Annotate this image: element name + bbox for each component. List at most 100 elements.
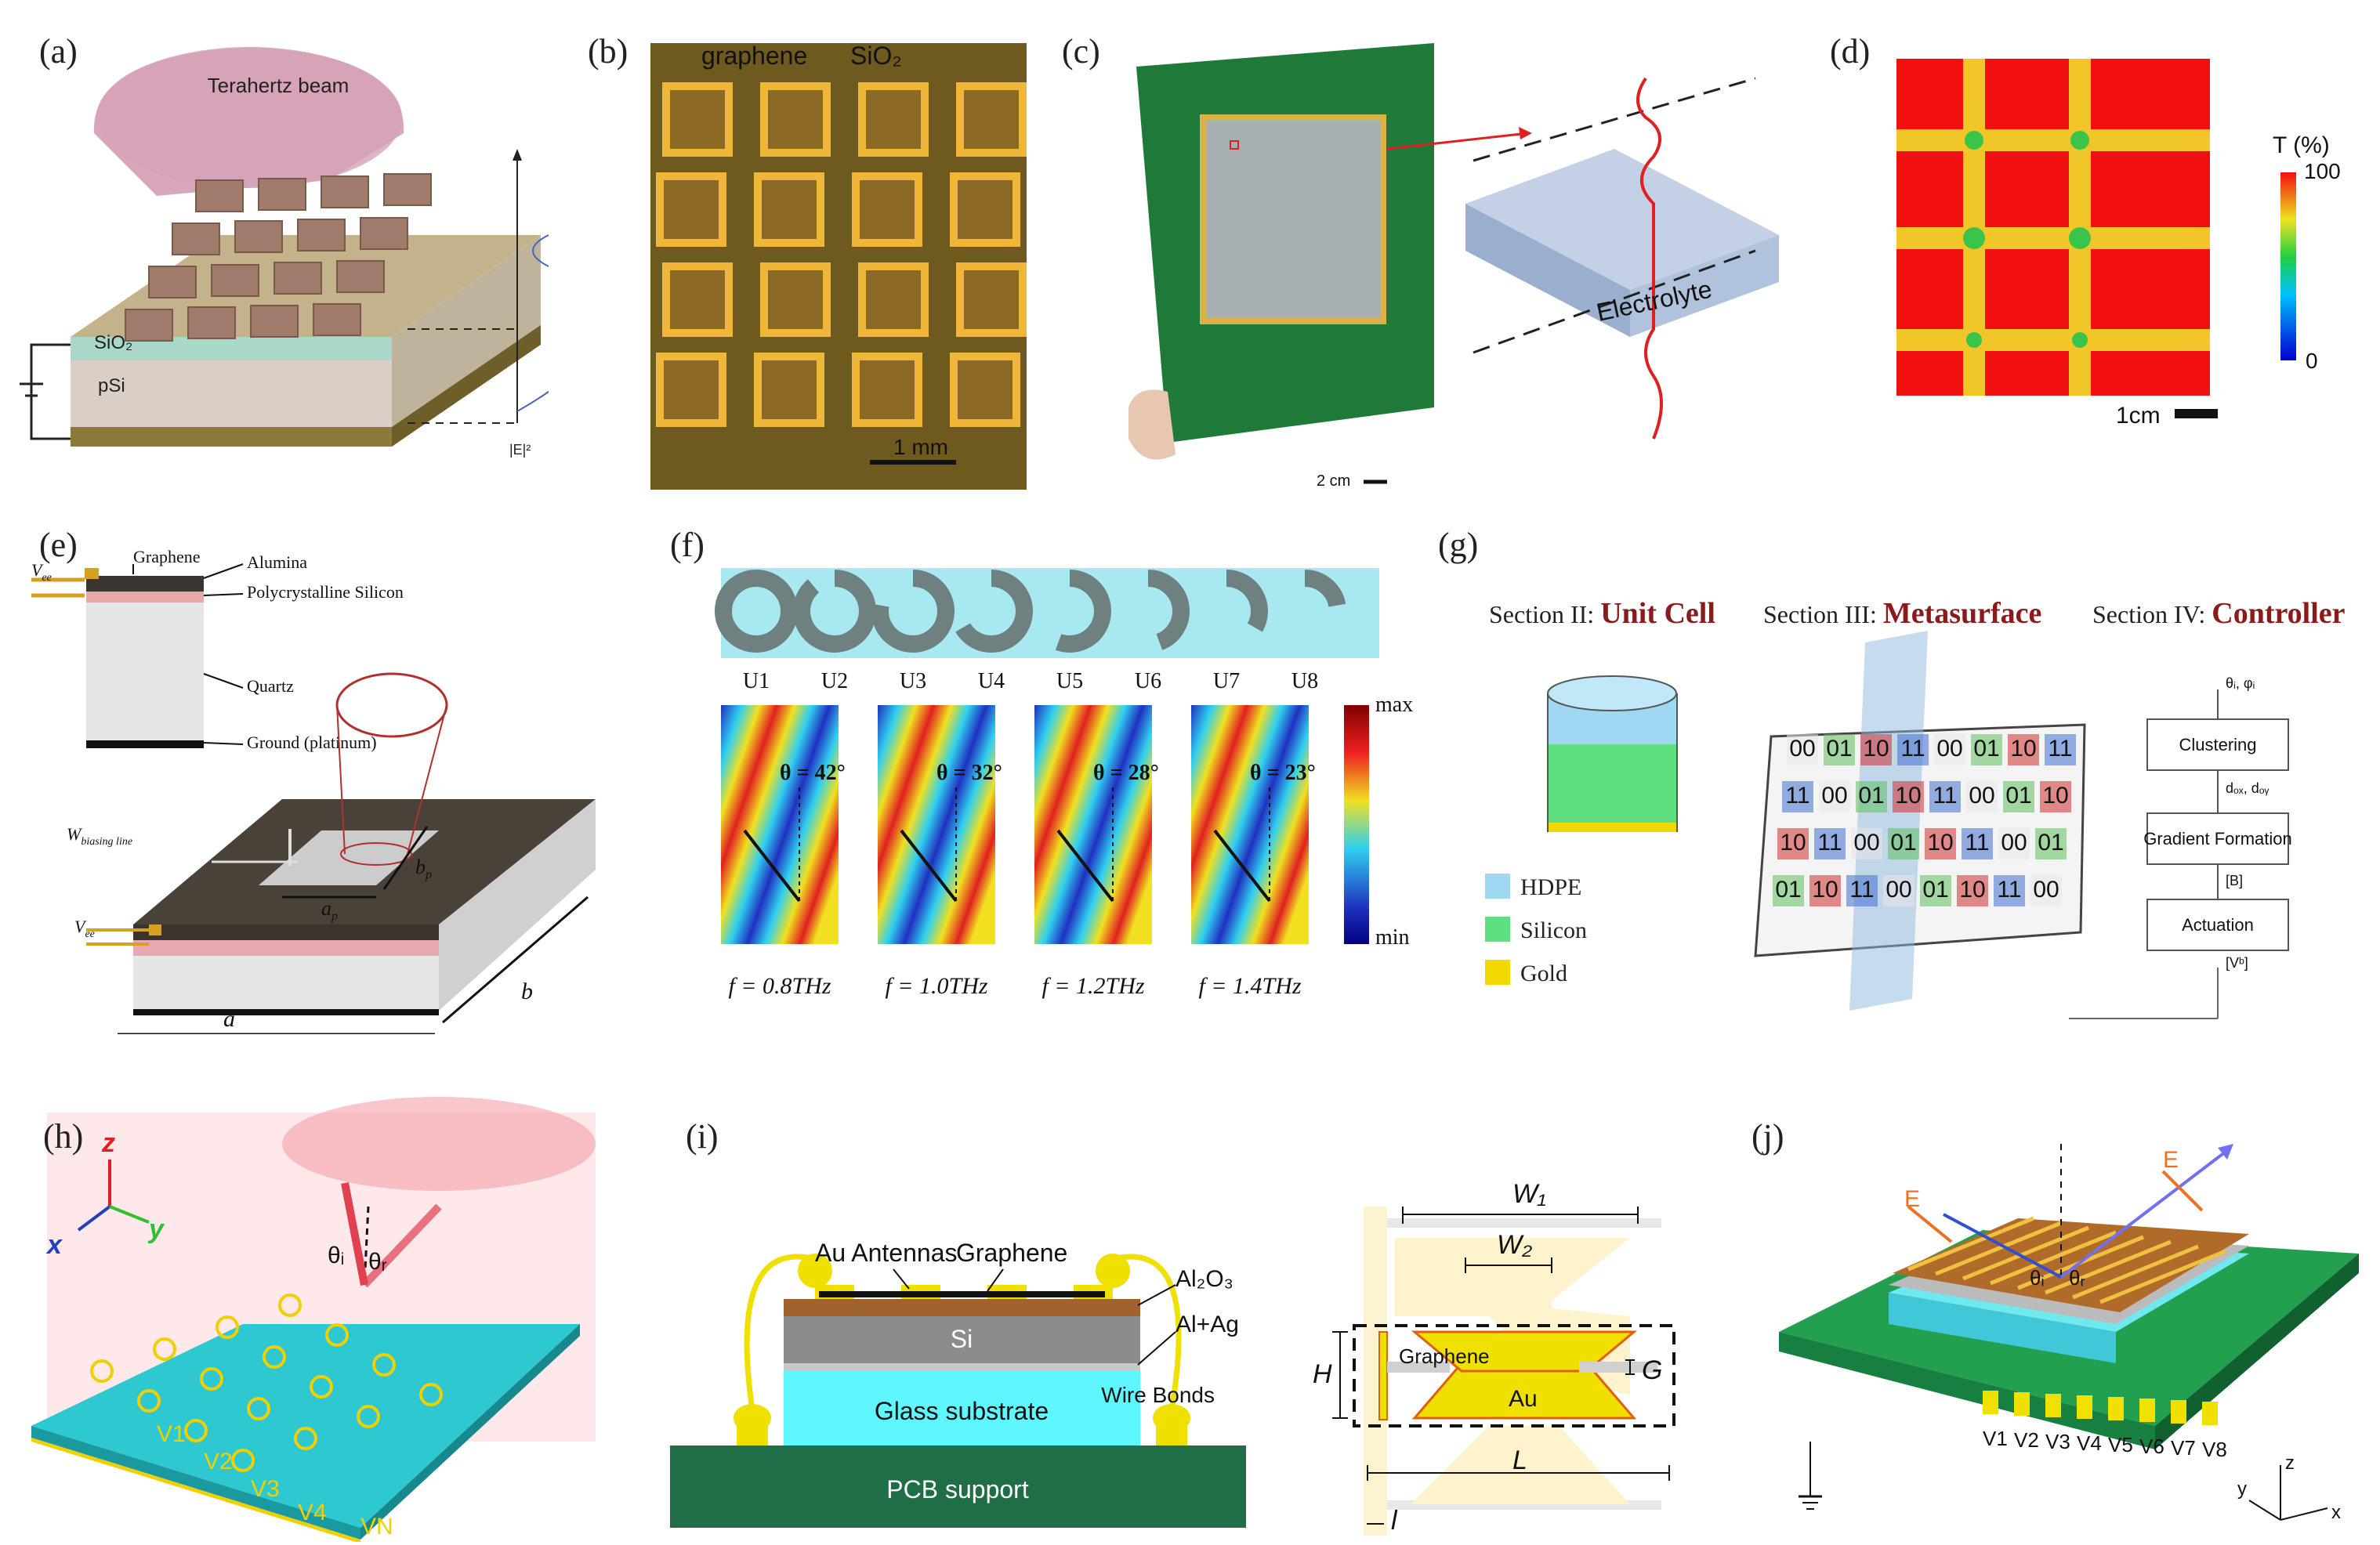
- panel-label: (g): [1438, 526, 1479, 564]
- code-cell: [1814, 828, 1846, 859]
- micrograph: graphene SiO₂ 1 mm: [650, 42, 1027, 490]
- code-cell: [2008, 734, 2039, 765]
- voltage-label: V7: [2171, 1436, 2196, 1460]
- stripe: [1935, 1221, 2062, 1276]
- voltage-label: V6: [2139, 1435, 2164, 1458]
- resonator: [247, 1397, 270, 1420]
- code-label: 01: [1775, 877, 1801, 903]
- bond-pad: [2139, 1398, 2155, 1422]
- pad: [956, 262, 1027, 337]
- vee-label: V: [31, 560, 44, 580]
- code-cell: [2003, 781, 2034, 812]
- panel-label: (j): [1751, 1117, 1784, 1156]
- legend-gold: Gold: [1520, 961, 1567, 986]
- code-label: 00: [1886, 877, 1911, 903]
- pad: [760, 82, 831, 157]
- pcb-label: PCB support: [886, 1475, 1029, 1503]
- code-label: 11: [1900, 736, 1925, 762]
- code-cell: [1998, 828, 2030, 859]
- code-label: 10: [2010, 736, 2036, 762]
- code-cell: [1994, 875, 2025, 906]
- resonator: [310, 1375, 333, 1398]
- voltage-label: V2: [2014, 1428, 2039, 1452]
- beam-label: Terahertz beam: [208, 74, 350, 97]
- vn-label: VN: [360, 1514, 393, 1540]
- wbias-label: W: [67, 824, 82, 844]
- panel-i: (i) PCB support Glass substrate Si Au An…: [658, 1050, 1787, 1542]
- sec2-title: Unit Cell: [1600, 597, 1715, 630]
- sec2-label: Section II:: [1489, 600, 1594, 628]
- unit-label: U1: [743, 669, 770, 693]
- code-cell: [1773, 875, 1804, 906]
- angle-label: θ = 42°: [780, 761, 846, 785]
- code-label: 00: [1789, 736, 1815, 762]
- panel-d: (d) T (%) 100 0 1cm: [1826, 0, 2380, 501]
- unit-label: U8: [1291, 669, 1318, 693]
- glass-label: Glass substrate: [875, 1397, 1049, 1425]
- theta-r: θᵣ: [368, 1249, 387, 1275]
- unit-cell: [715, 570, 798, 653]
- voltage-label: V5: [2108, 1433, 2133, 1456]
- controller-box-label: Actuation: [2182, 915, 2254, 935]
- code-label: 10: [1812, 877, 1838, 903]
- panel-label: (e): [39, 526, 78, 564]
- code-cell: [1929, 781, 1961, 812]
- panel-c: (c) 2 cm Electrolyte: [1050, 0, 1865, 501]
- pad: [656, 172, 726, 247]
- code-label: 00: [2001, 830, 2027, 856]
- resonator: [200, 1367, 223, 1391]
- stripe: [1907, 1216, 2034, 1272]
- frequency-label: f = 1.4THz: [1198, 973, 1301, 999]
- unit-cell: [1226, 570, 1268, 632]
- resonator: [231, 1449, 255, 1472]
- code-label: 11: [1785, 783, 1809, 809]
- panel-label: (a): [39, 32, 78, 71]
- code-cell: [1819, 781, 1850, 812]
- svg-text:Section IV:Controller: Section IV:Controller: [2092, 597, 2346, 630]
- transmission-map: T (%) 100 0 1cm: [1896, 59, 2341, 429]
- b-label: b: [521, 979, 533, 1004]
- controller-box: [2146, 812, 2289, 865]
- unit-label: U2: [821, 669, 848, 693]
- pad: [852, 353, 922, 427]
- bond-pad: [2077, 1395, 2092, 1419]
- panel-e: (e) Graphene Alumina Polycrystalline Sil…: [0, 517, 627, 1036]
- field-map: [1034, 705, 1152, 944]
- controller-signal-label: [Vᵇ]: [2226, 955, 2248, 971]
- code-label: 01: [1922, 877, 1948, 903]
- unit-cell: [871, 570, 955, 653]
- resonator: [357, 1405, 380, 1428]
- voltage-label: V8: [2202, 1438, 2227, 1461]
- code-label: 11: [1933, 783, 1957, 809]
- panel-a: (a) Terahertz beam SiO₂ pSi |E|²: [0, 0, 605, 501]
- sec4-title: Controller: [2212, 597, 2345, 630]
- pad: [950, 172, 1020, 247]
- axis-x: x: [2331, 1502, 2341, 1523]
- sec4-label: Section IV:: [2092, 600, 2205, 628]
- code-cell: [1957, 875, 1988, 906]
- colorbar-max: max: [1375, 693, 1413, 717]
- field-map: [1191, 705, 1309, 944]
- panel-label: (c): [1062, 32, 1100, 71]
- stripe: [1962, 1225, 2089, 1281]
- e2-label: E: [2163, 1147, 2179, 1173]
- code-cell: [1966, 781, 1998, 812]
- unit-cell: [1147, 570, 1190, 650]
- unit-label: U5: [1056, 669, 1083, 693]
- controller-box-label: Gradient Formation: [2143, 829, 2292, 848]
- efield-label: |E|²: [509, 442, 531, 458]
- code-cell: [1846, 875, 1878, 906]
- resonator: [263, 1345, 286, 1369]
- colorbar-max: 100: [2304, 159, 2341, 183]
- vee-sub-2: ee: [85, 928, 94, 940]
- bond-pad: [2202, 1402, 2218, 1425]
- controller-diagram: Section II:Unit Cell Section III:Metasur…: [1485, 597, 2346, 1019]
- resonator: [184, 1419, 208, 1442]
- sec3-title: Metasurface: [1883, 597, 2042, 630]
- code-cell: [1782, 781, 1813, 812]
- legend-swatch-hdpe: [1485, 874, 1510, 899]
- code-label: 11: [1965, 830, 1989, 856]
- resonator: [372, 1353, 396, 1377]
- a-label: a: [223, 1006, 235, 1032]
- pad: [662, 82, 733, 157]
